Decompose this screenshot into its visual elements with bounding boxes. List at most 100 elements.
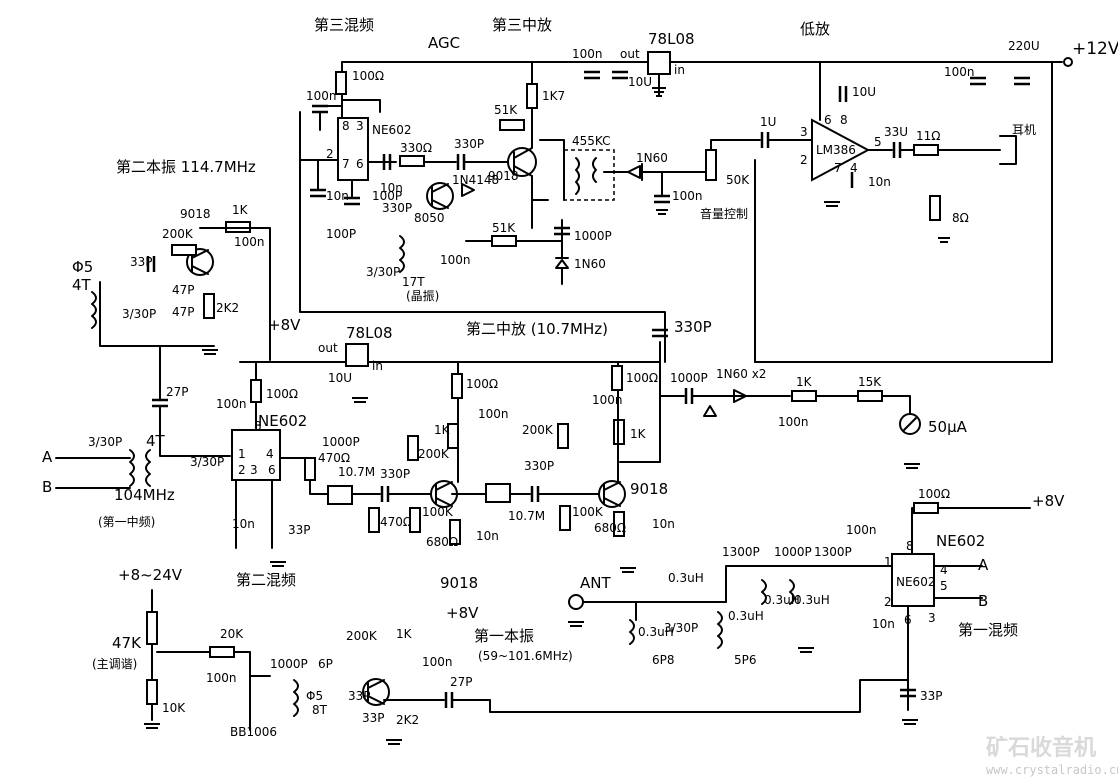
diode-1n60-meter-a <box>733 389 747 403</box>
q9018a-label: 9018 <box>488 169 519 183</box>
coil-4t-a-label: 4T <box>72 276 92 294</box>
c10n-3b-label: 10n <box>872 617 895 631</box>
c47p2-label: 47P <box>172 305 195 319</box>
c100n-10-label: 100n <box>778 415 809 429</box>
c33p3-label: 33P <box>362 711 385 725</box>
c100n-7-label: 100n <box>216 397 247 411</box>
resistor-10k <box>146 679 158 705</box>
resistor-2k2-lo2 <box>203 293 215 319</box>
resistor-470-b <box>368 507 380 533</box>
ant-connector[interactable] <box>568 594 584 610</box>
ne602-bot-label: NE602 <box>896 575 935 589</box>
pot47k-label: 47K <box>112 634 142 652</box>
r200k3-label: 200K <box>522 423 554 437</box>
l033-label: 0.3uH <box>728 609 764 623</box>
coil-03uh-b <box>717 611 723 649</box>
c330p-3-label: 330P <box>524 459 554 473</box>
c33u-label: 33U <box>884 125 908 139</box>
coil-ant-03uh <box>629 619 635 645</box>
c100n-2-label: 100n <box>672 189 703 203</box>
q9018b-label: 9018 <box>180 207 211 221</box>
c27p2-label: 27P <box>450 675 473 689</box>
supply-12v-label: +12V <box>1072 39 1118 59</box>
svg-text:8: 8 <box>840 113 848 127</box>
c1u-label: 1U <box>760 115 776 129</box>
c1000p-4-label: 1000P <box>270 657 308 671</box>
r100k1-label: 100K <box>422 505 454 519</box>
c10u1-label: 10U <box>628 75 652 89</box>
d1n4148-label: 1N4148 <box>452 173 499 187</box>
q-9018-third-if: 9018 <box>488 147 537 183</box>
c100n-5-label: 100n <box>944 65 975 79</box>
r20k-label: 20K <box>220 627 244 641</box>
c33p5-label: 33P <box>920 689 943 703</box>
resistor-100k-if2 <box>559 505 571 531</box>
r11-label: 11Ω <box>916 129 940 143</box>
r100-3-label: 100Ω <box>466 377 498 391</box>
r1k3-label: 1K <box>630 427 647 441</box>
r200k1-label: 200K <box>162 227 194 241</box>
reg-mid-title: 78L08 <box>346 324 393 342</box>
ne602-top-label: NE602 <box>372 123 411 137</box>
bb-label: BB1006 <box>230 725 277 739</box>
r10k-label: 10K <box>162 701 186 715</box>
resistor-200k-lo2 <box>171 244 197 256</box>
r2k22-label: 2K2 <box>396 713 419 727</box>
resistor-51k-agc <box>491 235 517 247</box>
svg-text:5: 5 <box>874 135 882 149</box>
resistor-100-if1 <box>451 373 463 399</box>
c330p-2-label: 330P <box>382 201 412 215</box>
svg-text:2: 2 <box>238 463 246 477</box>
ground-symbols <box>144 87 950 745</box>
c100n-6-label: 100n <box>234 235 265 249</box>
port-a-right: A <box>978 556 989 574</box>
diode-1n60-meter-b <box>703 405 717 417</box>
q9018c-label: 9018 <box>630 480 668 498</box>
diode-1n60-agc: 1N60 <box>555 257 606 271</box>
pot15k-label: 15K <box>858 375 882 389</box>
resistor-200k-if2 <box>557 423 569 449</box>
trim3-label: 3/30P <box>88 435 122 449</box>
svg-text:6: 6 <box>268 463 276 477</box>
volume-ctrl-label: 音量控制 <box>700 206 748 221</box>
c10u3-label: 10U <box>328 371 352 385</box>
q8050-label: 8050 <box>414 211 445 225</box>
first-if-title: (第一中频) <box>98 514 155 529</box>
trim2-label: 3/30P <box>122 307 156 321</box>
f107a-label: 10.7M <box>338 465 375 479</box>
reg-top-title: 78L08 <box>648 30 695 48</box>
c1000p-1-label: 1000P <box>574 229 612 243</box>
resistor-1k7 <box>526 83 538 109</box>
c10u2-label: 10U <box>852 85 876 99</box>
c100p-1-label: 100P <box>326 227 356 241</box>
second-mixer-bottom-title: 第二混频 <box>236 571 296 589</box>
coil-03uh-d <box>789 579 795 605</box>
c10n-4-label: 10n <box>232 517 255 531</box>
supply-12v-terminal <box>1063 57 1073 67</box>
c330p-1-label: 330P <box>454 137 484 151</box>
c10n-1b-label: 10n <box>476 529 499 543</box>
c10n-2-label: 10n <box>380 181 403 195</box>
r680a-label: 680Ω <box>426 535 458 549</box>
svg-text:8: 8 <box>342 119 350 133</box>
filter-10-7m-a <box>327 485 353 505</box>
svg-text:6: 6 <box>824 113 832 127</box>
ant-label: ANT <box>580 574 611 592</box>
speaker <box>929 195 941 221</box>
c1000p-1b-label: 1000P <box>774 545 812 559</box>
f107b-label: 10.7M <box>508 509 545 523</box>
ne602-bot-title: NE602 <box>936 532 985 550</box>
q-9018-second-if-2: 9018 <box>598 480 668 508</box>
xtal-coil <box>399 235 405 273</box>
third-if-title: 第三中放 <box>492 16 552 34</box>
svg-text:7: 7 <box>834 161 842 175</box>
r330-label: 330Ω <box>400 141 432 155</box>
vcc8-label-b: +8V <box>1032 492 1065 510</box>
coil-if1-primary <box>129 449 135 487</box>
q-9018-second-lo: 9018 <box>180 207 214 276</box>
ne602-first-mixer: NE602 8 1 4 5 2 6 3 <box>884 539 948 627</box>
coil-03uh-c <box>761 579 767 605</box>
ne602-third-mixer: 8 3 7 6 2 NE602 <box>326 117 411 181</box>
ne602-second-mixer: 8 1 4 2 3 6 NE602 <box>231 412 307 481</box>
